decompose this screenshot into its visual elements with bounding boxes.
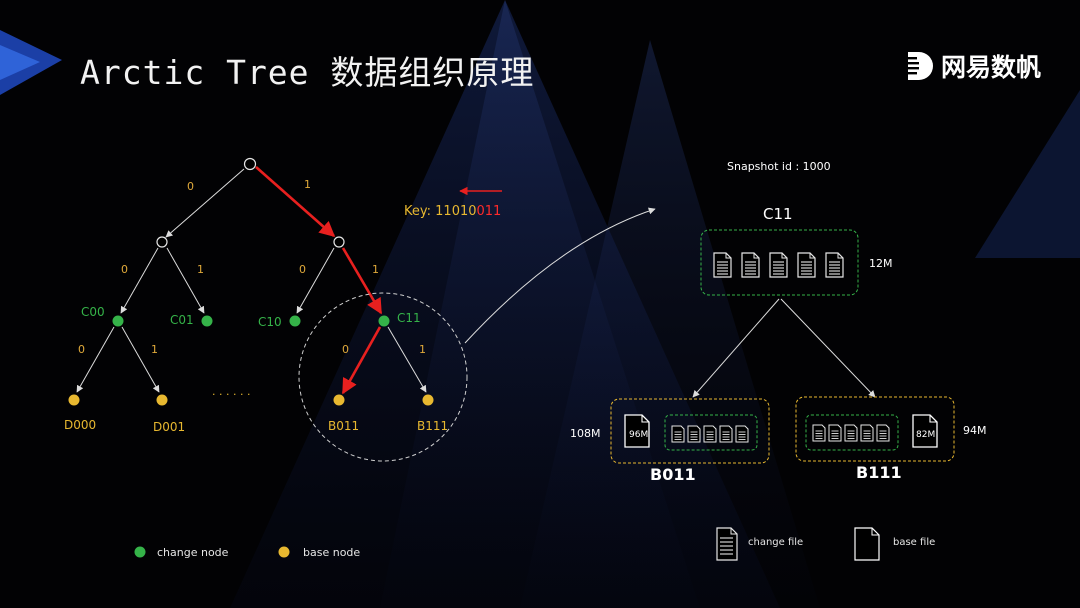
edge-label-c00-right: 1 (151, 343, 158, 356)
edge-label-root-left: 0 (187, 180, 194, 193)
key-prefix: 11010 (435, 204, 477, 219)
edge-label-l-left: 0 (121, 263, 128, 276)
node-label-c11: C11 (397, 311, 421, 325)
node-label-c10: C10 (258, 315, 282, 329)
change-node-c01 (201, 315, 213, 327)
key-highlight: 011 (476, 204, 502, 219)
edge-label-c11-right: 1 (419, 343, 426, 356)
base-node-d000 (68, 394, 80, 406)
node-label-d001: D001 (153, 420, 186, 434)
edge-label-c00-left: 0 (78, 343, 85, 356)
brand-name: 网易数帆 (941, 53, 1042, 82)
zoom-connector (464, 207, 656, 344)
b011-change-files (671, 425, 749, 443)
node-label-b011: B011 (328, 419, 360, 433)
tree-edges (76, 168, 427, 393)
tree-ellipsis: · · · · · · (212, 388, 251, 401)
b111-change-files (812, 424, 890, 442)
edge-label-r-right: 1 (372, 263, 379, 276)
legend-base-node-label: base node (303, 546, 361, 559)
edge-label-c11-left: 0 (342, 343, 349, 356)
node-label-d000: D000 (64, 418, 97, 432)
c11-change-files (713, 252, 844, 278)
root-node (243, 157, 257, 171)
top-group-label: C11 (763, 205, 793, 223)
b111-change-group (805, 414, 899, 451)
detail-edges (692, 298, 876, 398)
snapshot-id: Snapshot id : 1000 (727, 160, 831, 173)
left-group-size: 108M (570, 427, 601, 440)
legend-change-file-label: change file (748, 537, 804, 548)
netease-logo-icon (908, 52, 933, 80)
b011-group (610, 398, 770, 464)
legend-change-node-dot (134, 546, 146, 558)
right-group-size: 94M (963, 424, 987, 437)
zoom-circle (298, 292, 468, 462)
right-group-label: B111 (856, 463, 902, 482)
right-base-file-size: 82M (916, 430, 936, 440)
legend-change-node-label: change node (157, 546, 229, 559)
page-title: Arctic Tree 数据组织原理 (80, 53, 535, 92)
base-node-b011 (333, 394, 345, 406)
base-node-b111 (422, 394, 434, 406)
legend-change-file-icon (716, 527, 738, 561)
node-label-b111: B111 (417, 419, 449, 433)
change-node-c10 (289, 315, 301, 327)
brand-logo: 网易数帆 (905, 48, 1041, 84)
top-group-size: 12M (869, 257, 893, 270)
key-path (255, 166, 502, 395)
edge-label-r-left: 0 (299, 263, 306, 276)
change-node-c11 (378, 315, 390, 327)
key-label: Key: 11010011 (404, 204, 501, 219)
node-1 (333, 236, 345, 248)
legend-base-file-label: base file (893, 537, 936, 548)
node-label-c00: C00 (81, 305, 105, 319)
edge-label-l-right: 1 (197, 263, 204, 276)
b011-change-group (664, 414, 758, 451)
base-node-d001 (156, 394, 168, 406)
node-label-c01: C01 (170, 313, 194, 327)
c11-change-group (700, 229, 859, 296)
edge-label-root-right: 1 (304, 178, 311, 191)
left-group-label: B011 (650, 465, 696, 484)
change-node-c00 (112, 315, 124, 327)
legend-base-file-icon (854, 527, 880, 561)
left-base-file-size: 96M (629, 430, 649, 440)
b111-group (795, 396, 955, 462)
legend-base-node-dot (278, 546, 290, 558)
key-title: Key: (404, 204, 432, 219)
tree-nodes (68, 157, 434, 406)
node-0 (156, 236, 168, 248)
